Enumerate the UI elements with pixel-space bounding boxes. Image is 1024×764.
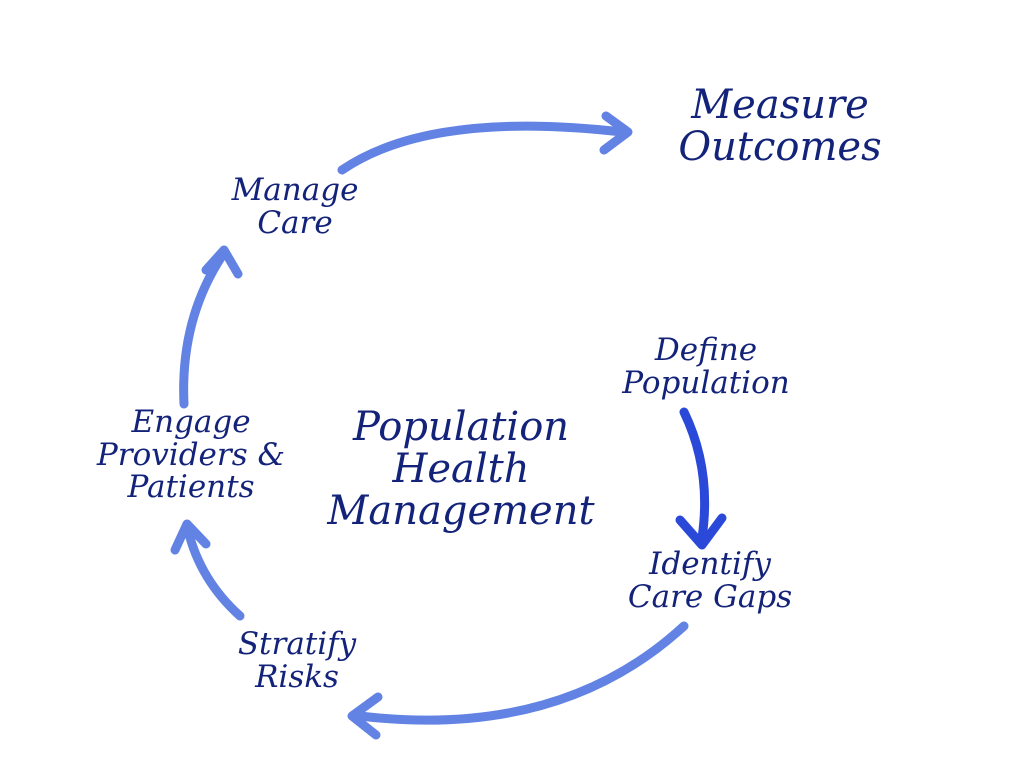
arrowhead-identify-to-stratify	[347, 692, 383, 740]
arrowhead-manage-to-measure	[599, 111, 633, 155]
center-title: Population Health Management	[327, 404, 595, 534]
stratify-risks-label: Stratify Risks	[237, 626, 357, 695]
define-population-label: Define Population	[622, 332, 790, 401]
arrow-stratify-to-engage	[183, 525, 245, 621]
measure-outcomes-label: Measure Outcomes	[678, 82, 882, 170]
arrow-define-to-identify	[679, 407, 710, 543]
arrowhead-define-to-identify	[675, 513, 727, 550]
arrow-engage-to-manage	[179, 251, 227, 409]
identify-care-gaps-label: Identify Care Gaps	[627, 546, 793, 615]
arrow-manage-to-measure	[337, 121, 627, 175]
arrow-identify-to-stratify	[355, 621, 689, 725]
arrowhead-engage-to-manage	[201, 245, 243, 279]
manage-care-label: Manage Care	[231, 172, 359, 241]
arrowhead-stratify-to-engage	[170, 519, 211, 555]
engage-providers-patients-label: Engage Providers & Patients	[96, 404, 286, 506]
